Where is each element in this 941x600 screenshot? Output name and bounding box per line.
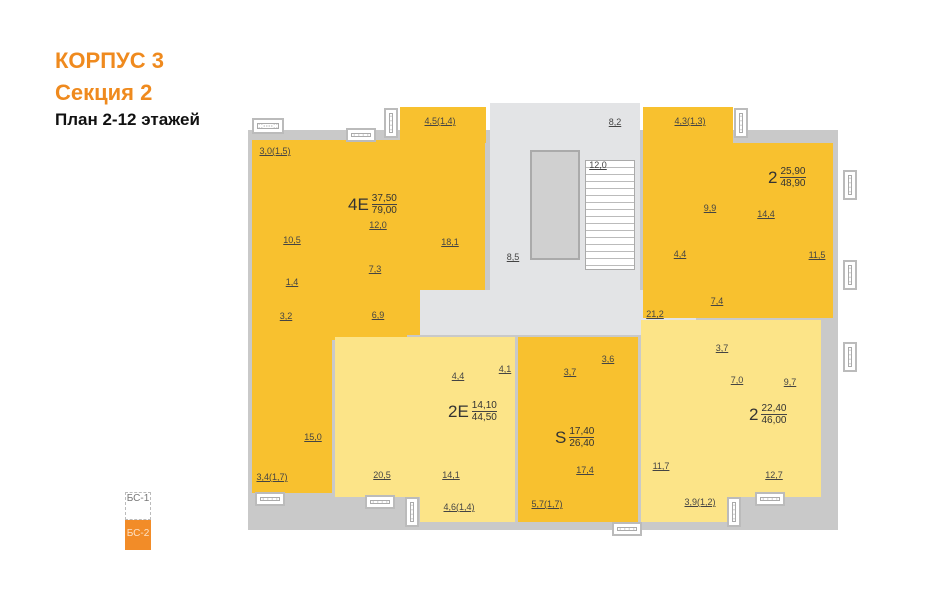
section-key-bs2[interactable]: БС-2 <box>125 520 151 550</box>
window-vent-icon <box>843 260 857 290</box>
room-area: 3,7 <box>563 367 577 377</box>
room-area: 12,0 <box>369 220 387 230</box>
apt-s-balcony <box>518 497 638 522</box>
apt-s <box>518 337 638 497</box>
window-vent-icon <box>384 108 398 138</box>
room-area: 11,7 <box>652 461 670 471</box>
room-area: 5,7(1,7) <box>531 499 563 509</box>
room-area: 18,1 <box>441 237 459 247</box>
window-vent-icon <box>734 108 748 138</box>
apt-2e <box>335 337 515 497</box>
window-vent-icon <box>346 128 376 142</box>
apt-4e-balcony-top <box>400 107 486 143</box>
apt-4e-bedroom <box>252 340 332 465</box>
room-area: 4,6(1,4) <box>443 502 475 512</box>
room-area: 3,6 <box>601 354 615 364</box>
room-area: 10,5 <box>283 235 301 245</box>
room-area: 6,9 <box>371 310 385 320</box>
room-area: 11,5 <box>808 250 826 260</box>
apt-4e-corridor <box>335 290 420 335</box>
apt-2-balcony <box>643 107 733 143</box>
room-area: 4,4 <box>451 371 465 381</box>
building-title: КОРПУС 3 <box>55 48 164 73</box>
room-area: 7,0 <box>730 375 744 385</box>
room-area: 15,0 <box>304 432 322 442</box>
apt-2-br-balcony <box>641 497 736 522</box>
window-vent-icon <box>843 342 857 372</box>
room-area: 17,4 <box>576 465 594 475</box>
room-area: 4,5(1,4) <box>424 116 456 126</box>
room-area: 4,4 <box>673 249 687 259</box>
apt-2-bottom-right <box>641 320 821 497</box>
section-key-bs1[interactable]: БС-1 <box>125 492 151 520</box>
room-area: 14,1 <box>442 470 460 480</box>
window-vent-icon <box>365 495 395 509</box>
plan-subtitle: План 2-12 этажей <box>55 110 200 129</box>
window-vent-icon <box>252 118 284 134</box>
room-area: 21,2 <box>646 309 664 319</box>
apt-2e-balcony <box>420 497 515 522</box>
apt-4e-balcony-bottom <box>252 465 332 493</box>
room-area: 1,4 <box>285 277 299 287</box>
room-area: 20,5 <box>373 470 391 480</box>
room-area: 3,4(1,7) <box>256 472 288 482</box>
window-vent-icon <box>405 497 419 527</box>
staircase <box>585 160 635 270</box>
section-title: Секция 2 <box>55 80 153 105</box>
room-area: 7,3 <box>368 264 382 274</box>
window-vent-icon <box>727 497 741 527</box>
room-area: 8,2 <box>608 117 622 127</box>
room-area: 8,5 <box>506 252 520 262</box>
elevator-shaft <box>530 150 580 260</box>
room-area: 3,2 <box>279 311 293 321</box>
room-area: 9,7 <box>783 377 797 387</box>
window-vent-icon <box>843 170 857 200</box>
window-vent-icon <box>612 522 642 536</box>
room-area: 4,1 <box>498 364 512 374</box>
room-area: 12,7 <box>765 470 783 480</box>
apt-2-top-right <box>643 143 833 318</box>
room-area: 3,9(1,2) <box>684 497 716 507</box>
room-area: 3,0(1,5) <box>259 146 291 156</box>
window-vent-icon <box>255 492 285 506</box>
room-area: 14,4 <box>757 209 775 219</box>
window-vent-icon <box>755 492 785 506</box>
room-area: 9,9 <box>703 203 717 213</box>
apt-4e-mid <box>320 140 485 290</box>
room-area: 3,7 <box>715 343 729 353</box>
room-area: 7,4 <box>710 296 724 306</box>
room-area: 12,0 <box>589 160 607 170</box>
room-area: 4,3(1,3) <box>674 116 706 126</box>
